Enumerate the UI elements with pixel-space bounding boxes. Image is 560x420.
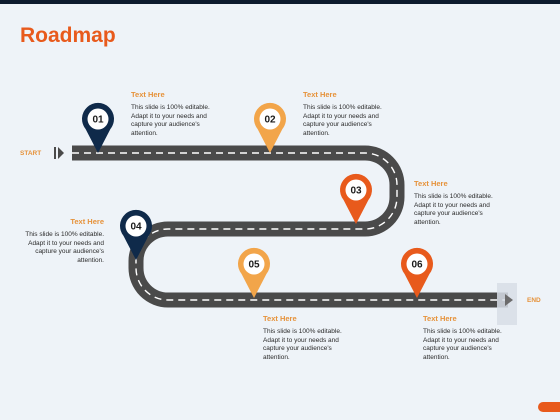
road-center-line [72,152,508,301]
pin-number: 05 [248,260,260,271]
milestone-4-info: Text Here This slide is 100% editable. A… [14,217,104,265]
milestone-heading: Text Here [70,217,104,226]
end-label: END [527,297,541,304]
milestone-heading: Text Here [263,314,297,323]
pin-number: 06 [411,260,423,271]
top-bar [0,0,560,4]
milestone-text: This slide is 100% editable. Adapt it to… [303,104,382,137]
milestone-3-info: Text Here This slide is 100% editable. A… [414,179,504,227]
corner-accent [538,402,560,412]
location-pin-icon: 03 [339,173,372,224]
page-title: Roadmap [20,24,116,47]
start-label: START [20,150,42,157]
milestone-text: This slide is 100% editable. Adapt it to… [131,104,210,137]
location-pin-icon: 02 [253,102,286,153]
milestone-heading: Text Here [414,179,448,188]
pin-number: 01 [92,115,104,126]
milestone-heading: Text Here [303,90,337,99]
location-pin-icon: 06 [400,247,433,298]
milestone-text: This slide is 100% editable. Adapt it to… [263,328,342,361]
pin-number: 02 [264,115,276,126]
milestone-2-info: Text Here This slide is 100% editable. A… [303,90,393,138]
milestone-text: This slide is 100% editable. Adapt it to… [414,193,493,226]
milestone-1-info: Text Here This slide is 100% editable. A… [131,90,221,138]
location-pin-icon: 04 [120,209,152,260]
milestone-heading: Text Here [131,90,165,99]
pin-number: 04 [130,222,142,233]
end-marker-icon [497,283,517,325]
milestone-6-info: Text Here This slide is 100% editable. A… [423,314,513,362]
milestone-text: This slide is 100% editable. Adapt it to… [423,328,502,361]
milestone-heading: Text Here [423,314,457,323]
location-pin-icon: 05 [238,247,270,298]
milestone-5-info: Text Here This slide is 100% editable. A… [263,314,353,362]
milestone-text: This slide is 100% editable. Adapt it to… [25,231,104,264]
start-arrow-icon [54,147,64,159]
location-pin-icon: 01 [82,102,114,153]
pin-number: 03 [350,186,362,197]
